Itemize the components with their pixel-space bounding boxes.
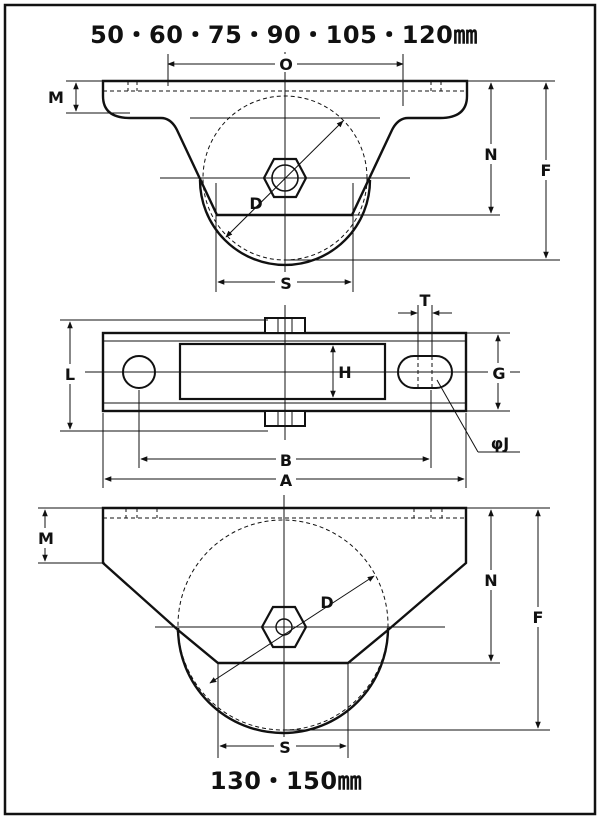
bottom-d-dimension-line <box>209 575 375 684</box>
bottom-n-label-bg <box>482 570 502 590</box>
mid-a-label: A <box>280 471 293 490</box>
mid-b-label-bg <box>276 450 296 468</box>
bottom-size-range-label: 130・150㎜ <box>210 767 362 795</box>
mid-g-label: G <box>492 364 505 383</box>
mid-a-label-bg <box>276 470 296 488</box>
mid-j-leader-line <box>436 379 479 453</box>
bottom-s-label: S <box>279 738 291 757</box>
bottom-d-label: D <box>320 593 333 612</box>
mid-h-label: H <box>338 363 351 382</box>
bottom-n-label: N <box>484 571 497 590</box>
mid-g-label-bg <box>488 363 510 383</box>
mid-t-label: T <box>420 291 431 310</box>
bottom-f-label-bg <box>528 607 548 627</box>
bottom-f-label: F <box>533 608 544 627</box>
top-n-label-bg <box>482 144 502 164</box>
top-o-label-bg <box>275 54 297 72</box>
bottom-wheel-hidden-outline <box>177 519 389 731</box>
top-s-label-bg <box>275 273 297 291</box>
mid-l-label-bg <box>60 364 80 384</box>
top-n-label: N <box>484 145 497 164</box>
mid-j-label: φJ <box>491 434 509 453</box>
mid-l-label: L <box>65 365 75 384</box>
top-size-range-label: 50・60・75・90・105・120㎜ <box>90 21 478 49</box>
top-m-label: M <box>48 88 64 107</box>
bottom-view: M N F D S 130・150㎜ <box>36 495 550 795</box>
top-o-label: O <box>279 55 293 74</box>
top-d-dimension-line <box>225 120 344 238</box>
top-bracket-outline <box>101 79 469 217</box>
top-view: 50・60・75・90・105・120㎜ O M <box>48 21 560 293</box>
middle-view: T L H G φJ B A <box>60 291 520 490</box>
top-d-label: D <box>249 194 262 213</box>
top-s-label: S <box>280 274 292 293</box>
bottom-m-label-bg <box>36 528 56 548</box>
mid-b-label: B <box>280 451 292 470</box>
bottom-s-label-bg <box>274 737 296 755</box>
page-border <box>3 3 597 816</box>
top-f-label-bg <box>537 160 557 180</box>
bottom-m-label: M <box>38 529 54 548</box>
top-f-label: F <box>541 161 552 180</box>
